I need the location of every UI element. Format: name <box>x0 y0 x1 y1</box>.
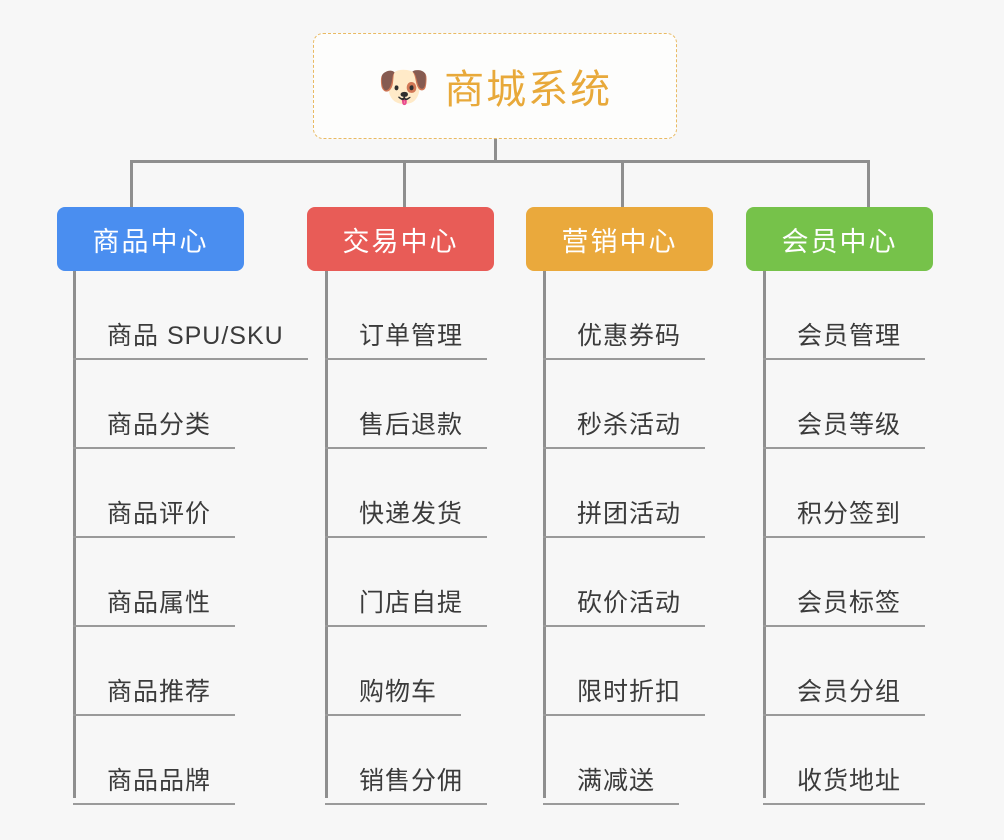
leaf-underline <box>763 625 925 627</box>
leaf-underline <box>763 447 925 449</box>
leaf-label: 收货地址 <box>797 767 902 795</box>
leaf-label: 会员标签 <box>797 589 902 617</box>
leaf-label: 商品属性 <box>107 589 212 617</box>
leaf-label: 秒杀活动 <box>577 411 682 439</box>
branch-header-label: 交易中心 <box>342 226 459 257</box>
leaf-item[interactable]: 购物车 <box>325 627 479 716</box>
root-title: 商城系统 <box>444 68 613 112</box>
leaf-item[interactable]: 销售分佣 <box>325 716 487 805</box>
leaf-underline <box>73 358 308 360</box>
leaf-underline <box>763 536 925 538</box>
leaf-item[interactable]: 满减送 <box>543 716 697 805</box>
branch-header-product-center[interactable]: 商品中心 <box>57 207 244 271</box>
leaf-label: 会员管理 <box>797 322 902 350</box>
leaf-label: 售后退款 <box>359 411 464 439</box>
leaf-item[interactable]: 售后退款 <box>325 360 487 449</box>
branch-spine <box>543 271 546 798</box>
leaf-item[interactable]: 优惠券码 <box>543 271 705 360</box>
leaf-underline <box>325 536 487 538</box>
leaf-underline <box>73 536 235 538</box>
root-node[interactable]: 🐶 商城系统 <box>313 33 677 139</box>
leaf-label: 会员等级 <box>797 411 902 439</box>
leaf-underline <box>325 803 487 805</box>
leaf-label: 砍价活动 <box>577 589 682 617</box>
branch-header-label: 营销中心 <box>561 226 678 257</box>
branch-header-trade-center[interactable]: 交易中心 <box>307 207 494 271</box>
leaf-item[interactable]: 商品分类 <box>73 360 300 449</box>
leaf-underline <box>73 625 235 627</box>
branch-drop-connector-3 <box>621 160 624 207</box>
leaf-item[interactable]: 会员分组 <box>763 627 925 716</box>
leaf-label: 快递发货 <box>359 500 464 528</box>
leaf-item[interactable]: 会员等级 <box>763 360 925 449</box>
leaf-label: 会员分组 <box>797 678 902 706</box>
branch-header-marketing-center[interactable]: 营销中心 <box>526 207 713 271</box>
leaf-underline <box>73 714 235 716</box>
leaf-list-trade-center: 订单管理 售后退款 快递发货 门店自提 购物车 销售分佣 <box>325 271 487 805</box>
branch-spine <box>325 271 328 798</box>
leaf-underline <box>325 447 487 449</box>
leaf-label: 商品推荐 <box>107 678 212 706</box>
branch-spine <box>763 271 766 798</box>
leaf-label: 购物车 <box>359 678 438 706</box>
leaf-label: 商品分类 <box>107 411 212 439</box>
branch-spine <box>73 271 76 798</box>
leaf-underline <box>543 714 705 716</box>
leaf-item[interactable]: 商品 SPU/SKU <box>73 271 308 360</box>
branch-header-member-center[interactable]: 会员中心 <box>746 207 933 271</box>
leaf-item[interactable]: 商品属性 <box>73 538 300 627</box>
branch-header-label: 商品中心 <box>92 226 209 257</box>
leaf-underline <box>543 803 679 805</box>
leaf-label: 优惠券码 <box>577 322 682 350</box>
leaf-underline <box>763 714 925 716</box>
leaf-underline <box>763 803 925 805</box>
leaf-item[interactable]: 订单管理 <box>325 271 487 360</box>
leaf-underline <box>543 358 705 360</box>
leaf-underline <box>763 358 925 360</box>
leaf-list-member-center: 会员管理 会员等级 积分签到 会员标签 会员分组 收货地址 <box>763 271 925 805</box>
leaf-label: 商品评价 <box>107 500 212 528</box>
root-stem-connector <box>494 139 497 162</box>
leaf-list-product-center: 商品 SPU/SKU 商品分类 商品评价 商品属性 商品推荐 商品品牌 <box>73 271 308 805</box>
leaf-item[interactable]: 拼团活动 <box>543 449 705 538</box>
leaf-label: 商品 SPU/SKU <box>107 322 284 350</box>
branch-header-label: 会员中心 <box>781 226 898 257</box>
branch-drop-connector-1 <box>130 160 133 207</box>
branch-drop-connector-2 <box>403 160 406 207</box>
leaf-item[interactable]: 积分签到 <box>763 449 925 538</box>
leaf-item[interactable]: 砍价活动 <box>543 538 705 627</box>
leaf-item[interactable]: 会员管理 <box>763 271 925 360</box>
leaf-item[interactable]: 收货地址 <box>763 716 925 805</box>
leaf-underline <box>543 625 705 627</box>
leaf-underline <box>543 447 705 449</box>
leaf-label: 积分签到 <box>797 500 902 528</box>
leaf-item[interactable]: 门店自提 <box>325 538 487 627</box>
leaf-underline <box>325 714 461 716</box>
branch-bus-connector <box>130 160 870 163</box>
leaf-label: 门店自提 <box>359 589 464 617</box>
leaf-underline <box>73 803 235 805</box>
dog-face-icon: 🐶 <box>377 63 431 110</box>
branch-drop-connector-4 <box>867 160 870 207</box>
leaf-list-marketing-center: 优惠券码 秒杀活动 拼团活动 砍价活动 限时折扣 满减送 <box>543 271 705 805</box>
leaf-underline <box>543 536 705 538</box>
leaf-underline <box>325 625 487 627</box>
leaf-label: 满减送 <box>577 767 656 795</box>
leaf-underline <box>325 358 487 360</box>
leaf-label: 拼团活动 <box>577 500 682 528</box>
leaf-item[interactable]: 限时折扣 <box>543 627 705 716</box>
leaf-item[interactable]: 商品品牌 <box>73 716 300 805</box>
leaf-item[interactable]: 快递发货 <box>325 449 487 538</box>
leaf-underline <box>73 447 235 449</box>
leaf-label: 销售分佣 <box>359 767 464 795</box>
leaf-label: 订单管理 <box>359 322 464 350</box>
leaf-item[interactable]: 商品推荐 <box>73 627 300 716</box>
leaf-label: 限时折扣 <box>577 678 682 706</box>
leaf-item[interactable]: 秒杀活动 <box>543 360 705 449</box>
leaf-item[interactable]: 会员标签 <box>763 538 925 627</box>
leaf-item[interactable]: 商品评价 <box>73 449 300 538</box>
leaf-label: 商品品牌 <box>107 767 212 795</box>
